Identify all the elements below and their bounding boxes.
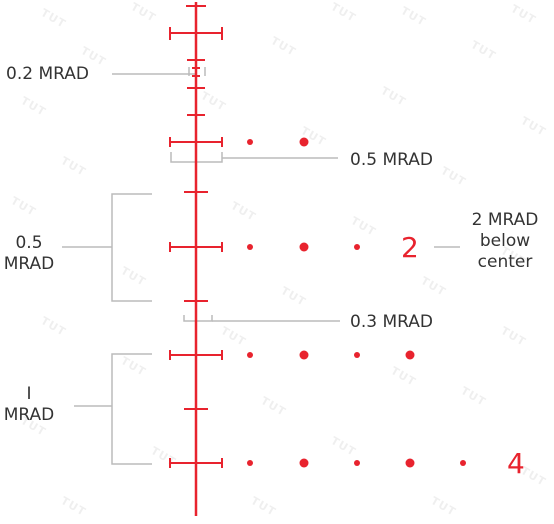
label-0-2-mrad: 0.2 MRAD xyxy=(6,64,89,84)
holdover-dot-row1-1 xyxy=(247,139,253,145)
bracket-0-5-left xyxy=(111,193,152,302)
holdover-dots xyxy=(247,137,466,468)
holdover-dot-row2-2 xyxy=(299,242,309,252)
label-1-mrad-line1: I xyxy=(26,384,32,404)
holdover-dot-row3-1 xyxy=(247,352,253,358)
holdover-dot-row2-3 xyxy=(354,244,360,250)
label-below-line2: below xyxy=(479,231,531,251)
holdover-dot-row3-4 xyxy=(405,350,415,360)
number-four: 4 xyxy=(507,447,525,480)
bracket-0-2-mrad xyxy=(188,67,206,76)
label-2-mrad-below-center: 2 MRAD below center xyxy=(458,210,552,273)
holdover-dot-row4-2 xyxy=(299,458,309,468)
holdover-dot-row3-2 xyxy=(299,350,309,360)
label-below-line3: center xyxy=(477,252,533,272)
holdover-dot-row4-4 xyxy=(405,458,415,468)
holdover-dot-row4-3 xyxy=(354,460,360,466)
label-0-5-line2: MRAD xyxy=(3,254,55,274)
label-below-line1: 2 MRAD xyxy=(471,210,539,230)
label-0-5-mrad-top: 0.5 MRAD xyxy=(350,150,433,170)
label-0-5-mrad-left: 0.5 MRAD xyxy=(0,233,58,275)
holdover-dot-row2-1 xyxy=(247,244,253,250)
callout-lines xyxy=(62,67,460,465)
bracket-1-mrad xyxy=(111,353,152,465)
subtension-ticks xyxy=(169,59,223,468)
label-1-mrad-left: I MRAD xyxy=(0,384,58,426)
label-1-mrad-line2: MRAD xyxy=(3,405,55,425)
holdover-dot-row4-5 xyxy=(460,460,466,466)
holdover-dot-row3-3 xyxy=(354,352,360,358)
number-two: 2 xyxy=(401,231,419,264)
label-0-3-mrad: 0.3 MRAD xyxy=(350,312,433,332)
holdover-dot-row4-1 xyxy=(247,460,253,466)
label-0-5-line1: 0.5 xyxy=(15,233,43,253)
bracket-0-3 xyxy=(183,315,213,322)
holdover-dot-row1-2 xyxy=(299,137,309,147)
